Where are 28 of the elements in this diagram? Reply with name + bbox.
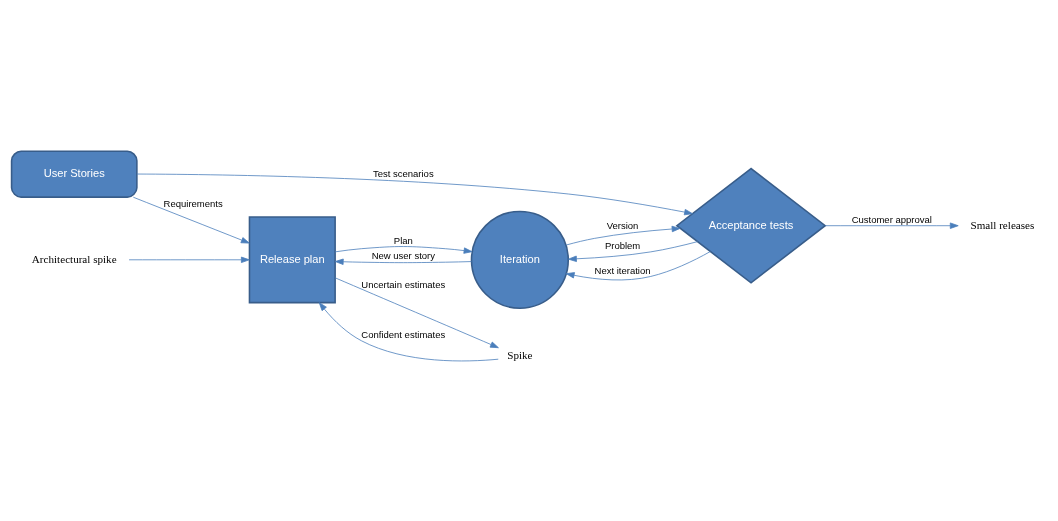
arrow [568, 240, 698, 262]
arrow [334, 258, 472, 265]
node-box: Release plan [248, 215, 336, 303]
node-text: Small releases [970, 218, 1035, 231]
arrow [334, 245, 473, 254]
node-text: Spike [507, 348, 533, 361]
arrow [136, 173, 693, 215]
edge-label: New user story [371, 249, 435, 261]
arrow [825, 222, 959, 229]
edge-label: Test scenarios [372, 167, 434, 179]
edge-label: Confident estimates [361, 328, 446, 340]
arrow [565, 250, 711, 280]
edge-label: Customer approval [851, 213, 932, 225]
edge-label: Uncertain estimates [361, 278, 446, 290]
node-box: User Stories [10, 149, 138, 198]
edge-label: Requirements [163, 197, 223, 209]
arrow [565, 225, 681, 245]
node-text: Architectural spike [31, 252, 117, 265]
edge-label: Plan [393, 234, 413, 246]
node-circle: Iteration [470, 210, 570, 309]
edge-label: Next iteration [594, 264, 651, 276]
edge-label: Version [606, 219, 639, 231]
arrow [318, 301, 499, 361]
arrow [132, 196, 250, 243]
node-diamond: Acceptance tests [675, 167, 827, 284]
edge-label: Problem [604, 239, 641, 251]
arrow [128, 256, 250, 263]
arrow [334, 277, 499, 348]
